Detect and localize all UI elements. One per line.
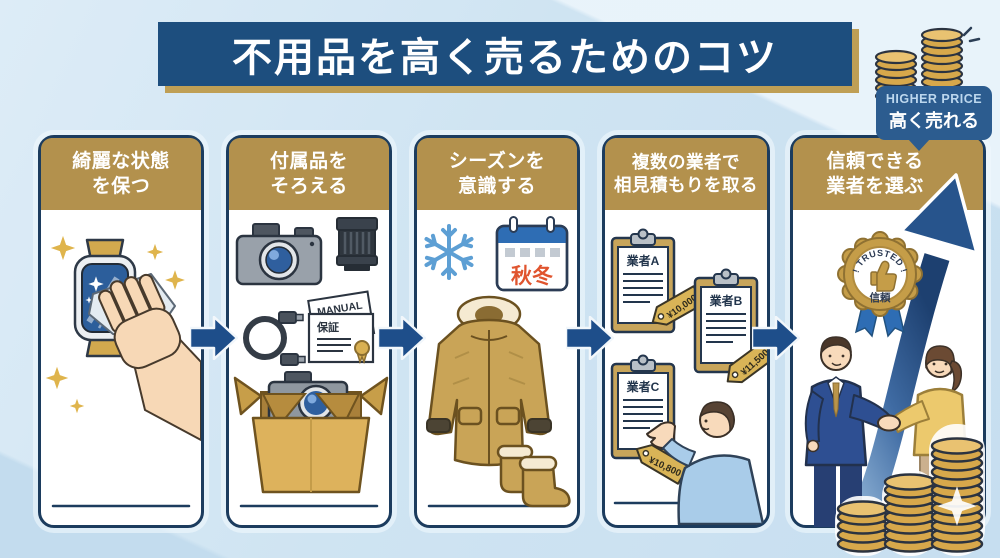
card-quotes: 複数の業者で 相見積もりを取る 業者A ¥10,000 <box>602 135 770 528</box>
trusted-badge-icon: ! TRUSTED ! 信頼 <box>837 231 923 338</box>
flow-arrow-1 <box>188 315 239 361</box>
accessories-illustration: MANUAL 保証 <box>233 217 389 508</box>
flow-arrow-3 <box>564 315 615 361</box>
clipboard-vendor-b: 業者B <box>693 268 759 374</box>
flow-arrow-4 <box>750 315 801 361</box>
card-accessories-body: MANUAL 保証 <box>229 210 389 525</box>
card-title-line: 綺麗な状態 <box>72 150 170 172</box>
card-season-body: 秋冬 <box>417 210 577 525</box>
flow-arrow-2 <box>376 315 427 361</box>
open-box-with-camera-icon <box>233 371 389 494</box>
card-title-line: 業者を選ぶ <box>826 176 924 197</box>
handshake-hands <box>877 414 901 432</box>
card-quotes-body: 業者A ¥10,000 業者B <box>605 210 767 525</box>
higher-price-en-text: HIGHER PRICE <box>885 92 983 106</box>
card-accessories: 付属品を そろえる <box>226 135 392 528</box>
coin-stacks-bottom <box>835 424 985 556</box>
higher-price-ja-text: 高く売れる <box>889 111 979 131</box>
badge-shinrai-label: 信頼 <box>870 291 891 304</box>
higher-price-label: HIGHER PRICE 高く売れる <box>876 86 992 151</box>
card-keep-clean-header: 綺麗な状態 を保つ <box>41 138 201 210</box>
card-title-line: 信頼できる <box>826 150 924 172</box>
warranty-label: 保証 <box>316 320 339 334</box>
card-title-line: シーズンを <box>448 150 546 172</box>
coin-stack-medium <box>883 473 937 553</box>
calendar-season-label: 秋冬 <box>511 264 553 288</box>
camera-lens-icon <box>336 217 378 271</box>
wiping-hand-icon <box>98 273 182 370</box>
manual-warranty-icon: MANUAL 保証 <box>307 290 376 365</box>
coin-stack-small <box>836 500 890 553</box>
card-title-line: 意識する <box>457 176 536 197</box>
quotes-illustration: 業者A ¥10,000 業者B <box>610 228 767 525</box>
card-quotes-header: 複数の業者で 相見積もりを取る <box>605 138 767 210</box>
thumbs-up-icon <box>870 260 897 292</box>
winter-coat-icon <box>426 295 552 467</box>
card-season: シーズンを 意識する <box>414 135 580 528</box>
season-illustration: 秋冬 <box>421 216 571 508</box>
camera-icon <box>235 223 323 286</box>
clean-watch-illustration <box>45 235 201 508</box>
vendor-b-label: 業者B <box>709 293 743 308</box>
card-keep-clean-body <box>41 210 201 525</box>
seller-person-icon <box>646 401 765 525</box>
vendor-a-label: 業者A <box>626 253 660 268</box>
page-title: 不用品を高く売るためのコツ <box>232 36 778 80</box>
winter-boots-icon <box>496 444 571 508</box>
autumn-winter-calendar-icon: 秋冬 <box>495 216 569 292</box>
card-title-line: そろえる <box>270 176 348 197</box>
snowflake-icon <box>421 224 477 280</box>
vendor-c-label: 業者C <box>626 379 660 394</box>
card-title-line: 複数の業者で <box>632 151 740 172</box>
card-keep-clean: 綺麗な状態 を保つ <box>38 135 204 528</box>
card-title-line: を保つ <box>91 176 151 197</box>
card-title-line: 付属品を <box>269 150 348 172</box>
sparkle-lines-icon <box>962 26 981 43</box>
title-banner: 不用品を高く売るためのコツ <box>158 22 852 86</box>
card-season-header: シーズンを 意識する <box>417 138 577 210</box>
label-pointer <box>908 139 930 151</box>
usb-cable-icon <box>243 311 306 366</box>
card-accessories-header: 付属品を そろえる <box>229 138 389 210</box>
card-title-line: 相見積もりを取る <box>614 175 758 195</box>
